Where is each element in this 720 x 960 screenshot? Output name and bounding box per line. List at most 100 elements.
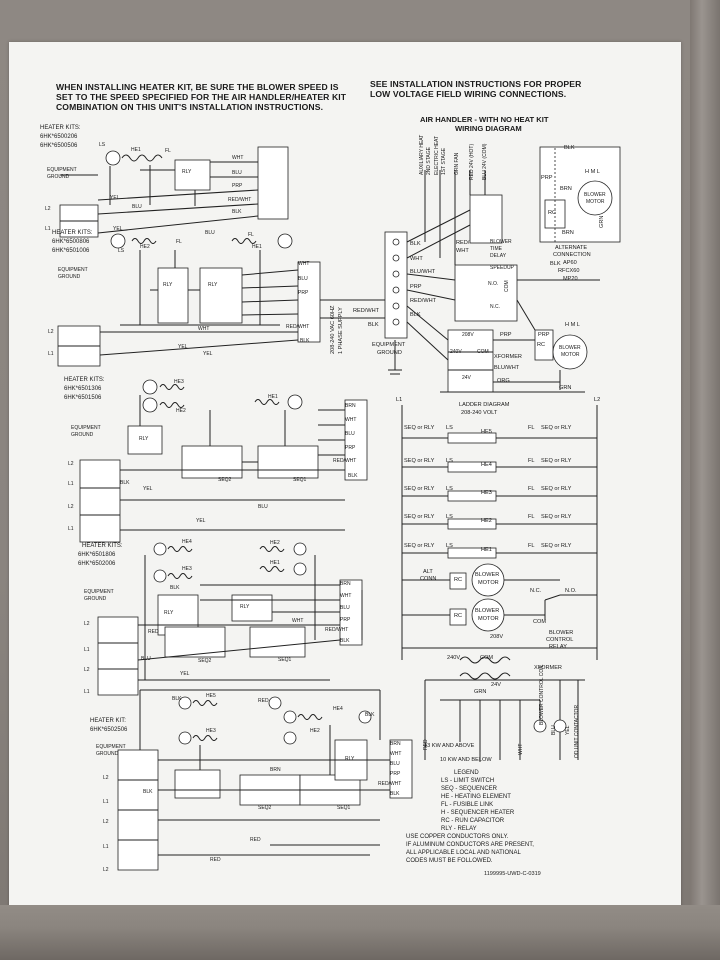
ladder-wht: WHT (518, 743, 524, 755)
kit2-ground: GROUND (58, 274, 81, 280)
kit1-ls: LS (99, 142, 106, 148)
rung5-ls: LS (446, 543, 453, 549)
ladder-blower-coil: BLOWER CONTROL COIL (539, 664, 545, 725)
kit3-title: HEATER KITS: (64, 377, 105, 383)
header-left-line2: SET TO THE SPEED SPECIFIED FOR THE AIR H… (56, 92, 347, 102)
supply-equipment: EQUIPMENT (372, 342, 406, 348)
kit2-yel: YEL (203, 351, 213, 357)
kit5-red-3: RED (210, 857, 221, 863)
part-number: 1199995-UWD-C-0319 (484, 871, 541, 877)
kit2-model-1: 6HK*6500806 (52, 239, 90, 245)
kit1-blk: BLK (232, 209, 242, 215)
kit4-blk: BLK (340, 638, 350, 644)
ah-org: ORG (497, 378, 510, 384)
alt-brn-2: BRN (562, 230, 574, 236)
kit4-l1: L1 (84, 647, 90, 653)
rung5-left: SEQ or RLY (404, 543, 435, 549)
ah-prp-3: PRP (538, 332, 550, 338)
kit1-yel-2: YEL (113, 226, 123, 232)
kit5-seq2: SEQ2 (258, 805, 272, 811)
ladder-yel: YEL (565, 725, 571, 735)
kit5-l2: L2 (103, 775, 109, 781)
kit3-yel: YEL (143, 486, 153, 492)
kit2-ls: LS (118, 248, 125, 254)
ah-xformer: XFORMER (494, 354, 522, 360)
kit4-he1: HE1 (270, 560, 280, 566)
rung2-right: SEQ or RLY (541, 458, 572, 464)
kit4-l2: L2 (84, 621, 90, 627)
kit1-rly: RLY (182, 169, 192, 175)
kit3-seq2: SEQ2 (218, 477, 232, 483)
air-handler-title: AIR HANDLER - WITH NO HEAT KIT (420, 115, 549, 124)
ah-blower-time-delay: BLOWER (490, 239, 512, 245)
kit3-seq1: SEQ1 (293, 477, 307, 483)
kit3-lines (79, 379, 368, 543)
ah-blu-wht-2: BLU/WHT (494, 365, 520, 371)
alt-model-1: AP60 (563, 260, 577, 266)
header-right-line2: LOW VOLTAGE FIELD WIRING CONNECTIONS. (370, 89, 567, 99)
header-right-line1: SEE INSTALLATION INSTRUCTIONS FOR PROPER (370, 79, 582, 89)
ah-1st-stage: 1ST STAGE (441, 147, 447, 175)
kit1-lines (59, 146, 289, 238)
kit5-model-1: 6HK*6502506 (90, 727, 128, 733)
alt-hml: H M L (585, 169, 600, 175)
kit3-rly: RLY (139, 436, 149, 442)
kit2-equipment: EQUIPMENT (58, 267, 88, 273)
kit2-red-wht: RED/WHT (286, 324, 310, 330)
kit3-ground: GROUND (71, 432, 94, 438)
kit5-he5: HE5 (206, 693, 216, 699)
kit2-blu: BLU (205, 230, 215, 236)
ladder-no: N.O. (565, 588, 577, 594)
kit5-he3: HE3 (206, 728, 216, 734)
ah-grn: GRN (559, 385, 572, 391)
cabinet-edge (690, 0, 720, 960)
kit4-red: RED (148, 629, 159, 635)
ladder-24v: 24V (491, 682, 501, 688)
legend-note-2: IF ALUMINUM CONDUCTORS ARE PRESENT, (406, 842, 534, 848)
kit2-model-2: 6HK*6501006 (52, 248, 90, 254)
kit4-rly-2: RLY (240, 604, 250, 610)
alt-model-3: MP20 (563, 276, 578, 282)
ladder-240v: 240V (447, 655, 461, 661)
rung3-he: HE3 (481, 490, 492, 496)
rung5-he: HE1 (481, 547, 492, 553)
rung4-left: SEQ or RLY (404, 514, 435, 520)
ladder-rc: RC (454, 577, 463, 583)
kit4-seq2: SEQ2 (198, 658, 212, 664)
ladder-bcr: BLOWER (549, 630, 574, 636)
rung1-ls: LS (446, 425, 453, 431)
ladder-title: LADDER DIAGRAM (459, 402, 510, 408)
ah-wht: WHT (410, 256, 423, 262)
supply-red-wht: RED/WHT (353, 308, 380, 314)
rung3-left: SEQ or RLY (404, 486, 435, 492)
legend-item-7: RLY - RELAY (441, 826, 477, 832)
ladder-com: COM (533, 619, 547, 625)
kit3-l1: L1 (68, 481, 74, 487)
ah-motor: MOTOR (561, 352, 580, 358)
rung3-right: SEQ or RLY (541, 486, 572, 492)
kit5-title: HEATER KIT: (90, 718, 126, 724)
kit3-blk: BLK (348, 473, 358, 479)
ladder-blower-1: BLOWER (475, 572, 500, 578)
alt-rc: RC (548, 210, 557, 216)
kit5-lines (117, 689, 413, 871)
kit4-red-wht: RED/WHT (325, 627, 349, 633)
rung2-left: SEQ or RLY (404, 458, 435, 464)
ah-blower: BLOWER (559, 345, 581, 351)
kit2-rly: RLY (163, 282, 173, 288)
kit5-he4: HE4 (333, 706, 343, 712)
kit4-ground: GROUND (84, 596, 107, 602)
kit3-brn: BRN (345, 403, 356, 409)
kit4-model-1: 6HK*6501806 (78, 552, 116, 558)
ladder-alt: ALT (423, 569, 433, 575)
supply-blk: BLK (368, 322, 379, 328)
kit5-l2-c: L2 (103, 867, 109, 873)
header-left-line1: WHEN INSTALLING HEATER KIT, BE SURE THE … (56, 82, 339, 92)
kit1-prp: PRP (232, 183, 243, 189)
kit3-prp: PRP (345, 445, 356, 451)
alt-blk: BLK (564, 145, 575, 151)
ladder-motor-2: MOTOR (478, 616, 499, 622)
rung2-he: HE4 (481, 462, 492, 468)
air-handler-subtitle: WIRING DIAGRAM (455, 124, 522, 133)
